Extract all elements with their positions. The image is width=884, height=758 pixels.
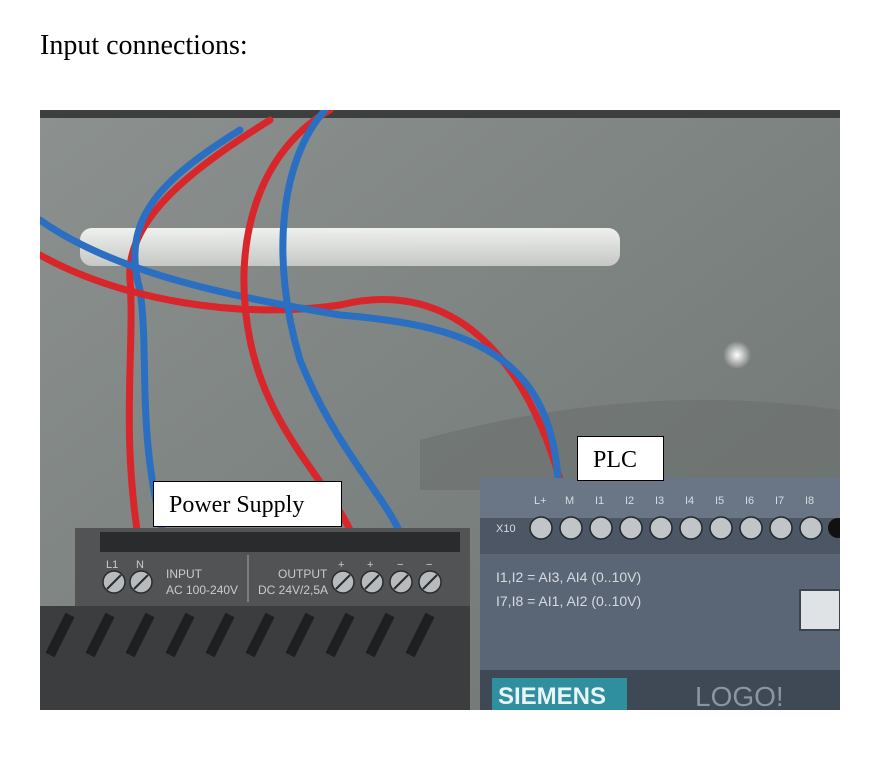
plc-terminal-label: I1 [595, 495, 604, 507]
psu-terminal-label: N [136, 559, 144, 571]
plc-analog-note-1: I1,I2 = AI3, AI4 (0..10V) [496, 569, 641, 585]
plc-terminal-label: I3 [655, 495, 664, 507]
plc-brand: SIEMENS [498, 683, 606, 710]
psu-input-label: INPUT [166, 567, 203, 581]
plc-terminal-label: I7 [775, 495, 784, 507]
light-spot [723, 341, 751, 369]
psu-device [40, 528, 470, 710]
plc-terminal-label: M [565, 495, 574, 507]
plc-terminal-label: I8 [805, 495, 814, 507]
psu-terminal-label: − [426, 559, 432, 571]
page-heading: Input connections: [40, 30, 248, 61]
plc-terminal-label: I6 [745, 495, 754, 507]
plc-callout: PLC [577, 436, 664, 481]
psu-output-rating: DC 24V/2,5A [258, 583, 328, 597]
plc-model: LOGO! [695, 681, 784, 710]
wires [40, 110, 564, 554]
light-reflection [80, 228, 620, 266]
plc-terminal-label: I5 [715, 495, 724, 507]
psu-terminal-label: L1 [106, 559, 118, 571]
psu-terminal-label: + [338, 559, 344, 571]
wiring-photo: L1 N + + − − INPUT AC 100-240V OUTPUT DC… [40, 110, 840, 710]
plc-terminal-label: I4 [685, 495, 694, 507]
power-supply-callout: Power Supply [153, 481, 342, 527]
plc-terminal-label: L+ [534, 495, 547, 507]
psu-input-rating: AC 100-240V [166, 583, 238, 597]
plc-terminal-label: I2 [625, 495, 634, 507]
psu-terminal-label: − [397, 559, 403, 571]
psu-output-label: OUTPUT [278, 567, 328, 581]
psu-terminal-label: + [367, 559, 373, 571]
plc-connector-label: X10 [496, 523, 516, 535]
plc-analog-note-2: I7,I8 = AI1, AI2 (0..10V) [496, 593, 641, 609]
